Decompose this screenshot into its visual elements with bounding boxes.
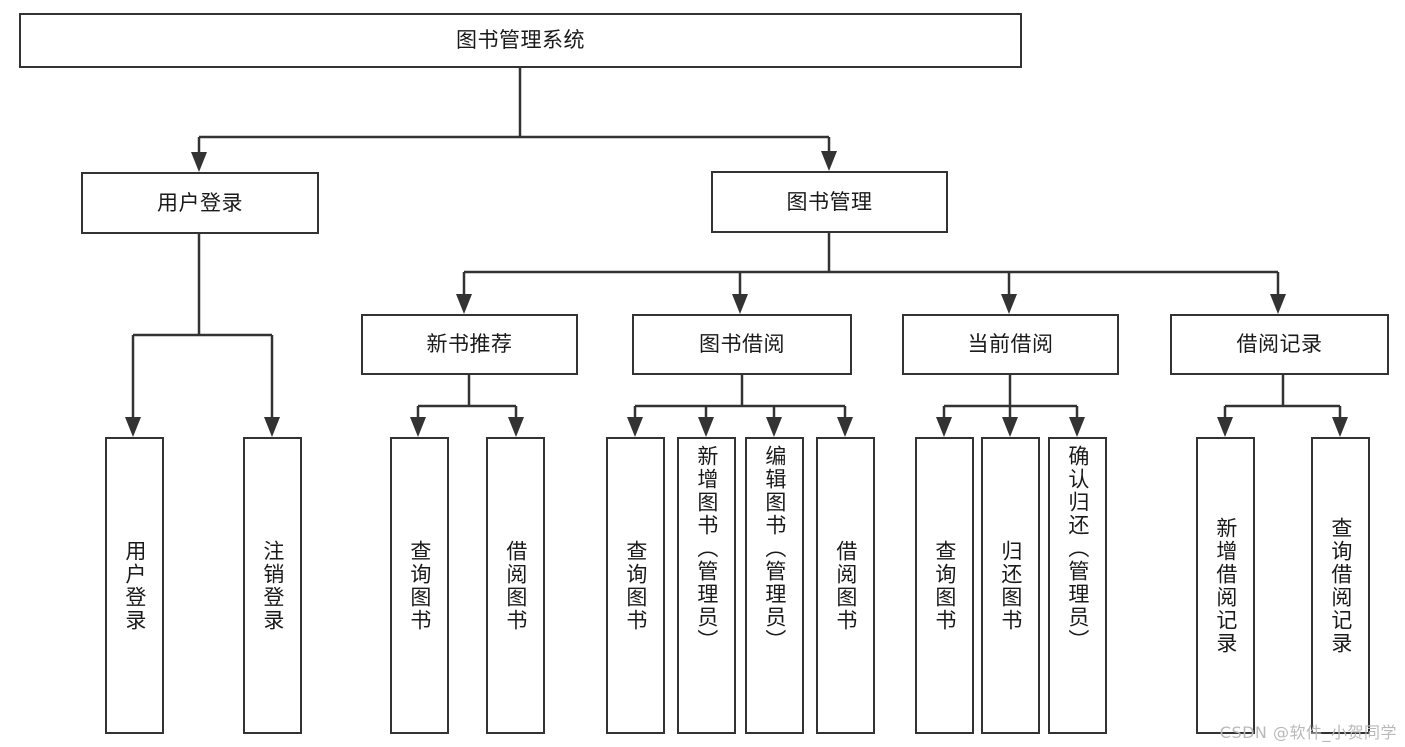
node-leaf-query-borrow-record[interactable]: 查询借阅记录 (1311, 437, 1370, 734)
node-leaf-add-borrow-record[interactable]: 新增借阅记录 (1196, 437, 1255, 734)
arrowhead (837, 417, 853, 437)
arrowhead (821, 151, 837, 171)
node-label: 查询图书 (932, 539, 957, 632)
node-label: 图书借阅 (699, 332, 785, 357)
arrowhead (1270, 294, 1286, 314)
node-leaf-query-book-2[interactable]: 查询图书 (606, 437, 665, 734)
node-label: 图书管理 (786, 189, 873, 214)
arrowhead (264, 417, 280, 437)
arrowhead (698, 417, 714, 437)
node-leaf-borrow-book-1[interactable]: 借阅图书 (486, 437, 545, 734)
arrowhead (125, 417, 141, 437)
node-new-book-recommend[interactable]: 新书推荐 (361, 314, 578, 375)
node-root[interactable]: 图书管理系统 (19, 13, 1022, 68)
node-label: 注销登录 (260, 539, 285, 632)
node-label: 当前借阅 (967, 332, 1054, 357)
arrowhead (766, 417, 782, 437)
arrowhead (1332, 417, 1348, 437)
node-label: 用户登录 (157, 190, 243, 215)
node-label: 查询借阅记录 (1328, 516, 1353, 655)
node-label: 借阅图书 (833, 539, 858, 632)
node-label: 新增图书（管理员） (694, 445, 719, 652)
arrowhead (627, 417, 643, 437)
arrowhead (456, 294, 472, 314)
node-leaf-query-book-3[interactable]: 查询图书 (915, 437, 974, 734)
node-leaf-query-book-1[interactable]: 查询图书 (390, 437, 449, 734)
node-leaf-confirm-return[interactable]: 确认归还（管理员） (1048, 437, 1107, 734)
arrowhead (732, 294, 748, 314)
node-label: 归还图书 (998, 539, 1023, 632)
node-label: 图书管理系统 (456, 28, 585, 53)
node-label: 借阅图书 (503, 539, 528, 632)
node-book-borrow[interactable]: 图书借阅 (632, 314, 852, 375)
node-leaf-logout[interactable]: 注销登录 (243, 437, 302, 734)
node-leaf-edit-book[interactable]: 编辑图书（管理员） (745, 437, 804, 734)
node-leaf-user-login[interactable]: 用户登录 (105, 437, 164, 734)
node-label: 确认归还（管理员） (1065, 445, 1090, 652)
node-borrow-record[interactable]: 借阅记录 (1170, 314, 1389, 375)
node-label: 编辑图书（管理员） (762, 445, 787, 652)
node-label: 借阅记录 (1236, 332, 1323, 357)
arrowhead (191, 152, 207, 172)
arrowhead (1001, 294, 1017, 314)
node-label: 新增借阅记录 (1213, 516, 1238, 655)
node-user-login[interactable]: 用户登录 (81, 172, 319, 234)
node-book-manage[interactable]: 图书管理 (711, 171, 948, 233)
node-label: 查询图书 (623, 539, 648, 632)
node-current-borrow[interactable]: 当前借阅 (902, 314, 1119, 375)
arrowhead (410, 417, 426, 437)
node-leaf-return-book[interactable]: 归还图书 (981, 437, 1040, 734)
arrowhead (508, 417, 524, 437)
arrowhead (936, 417, 952, 437)
node-leaf-add-book[interactable]: 新增图书（管理员） (677, 437, 736, 734)
arrowhead (1217, 417, 1233, 437)
node-label: 新书推荐 (426, 332, 513, 357)
arrowhead (1002, 417, 1018, 437)
arrowhead (1069, 417, 1085, 437)
node-leaf-borrow-book-2[interactable]: 借阅图书 (816, 437, 875, 734)
node-label: 用户登录 (122, 539, 147, 632)
node-label: 查询图书 (407, 539, 432, 632)
